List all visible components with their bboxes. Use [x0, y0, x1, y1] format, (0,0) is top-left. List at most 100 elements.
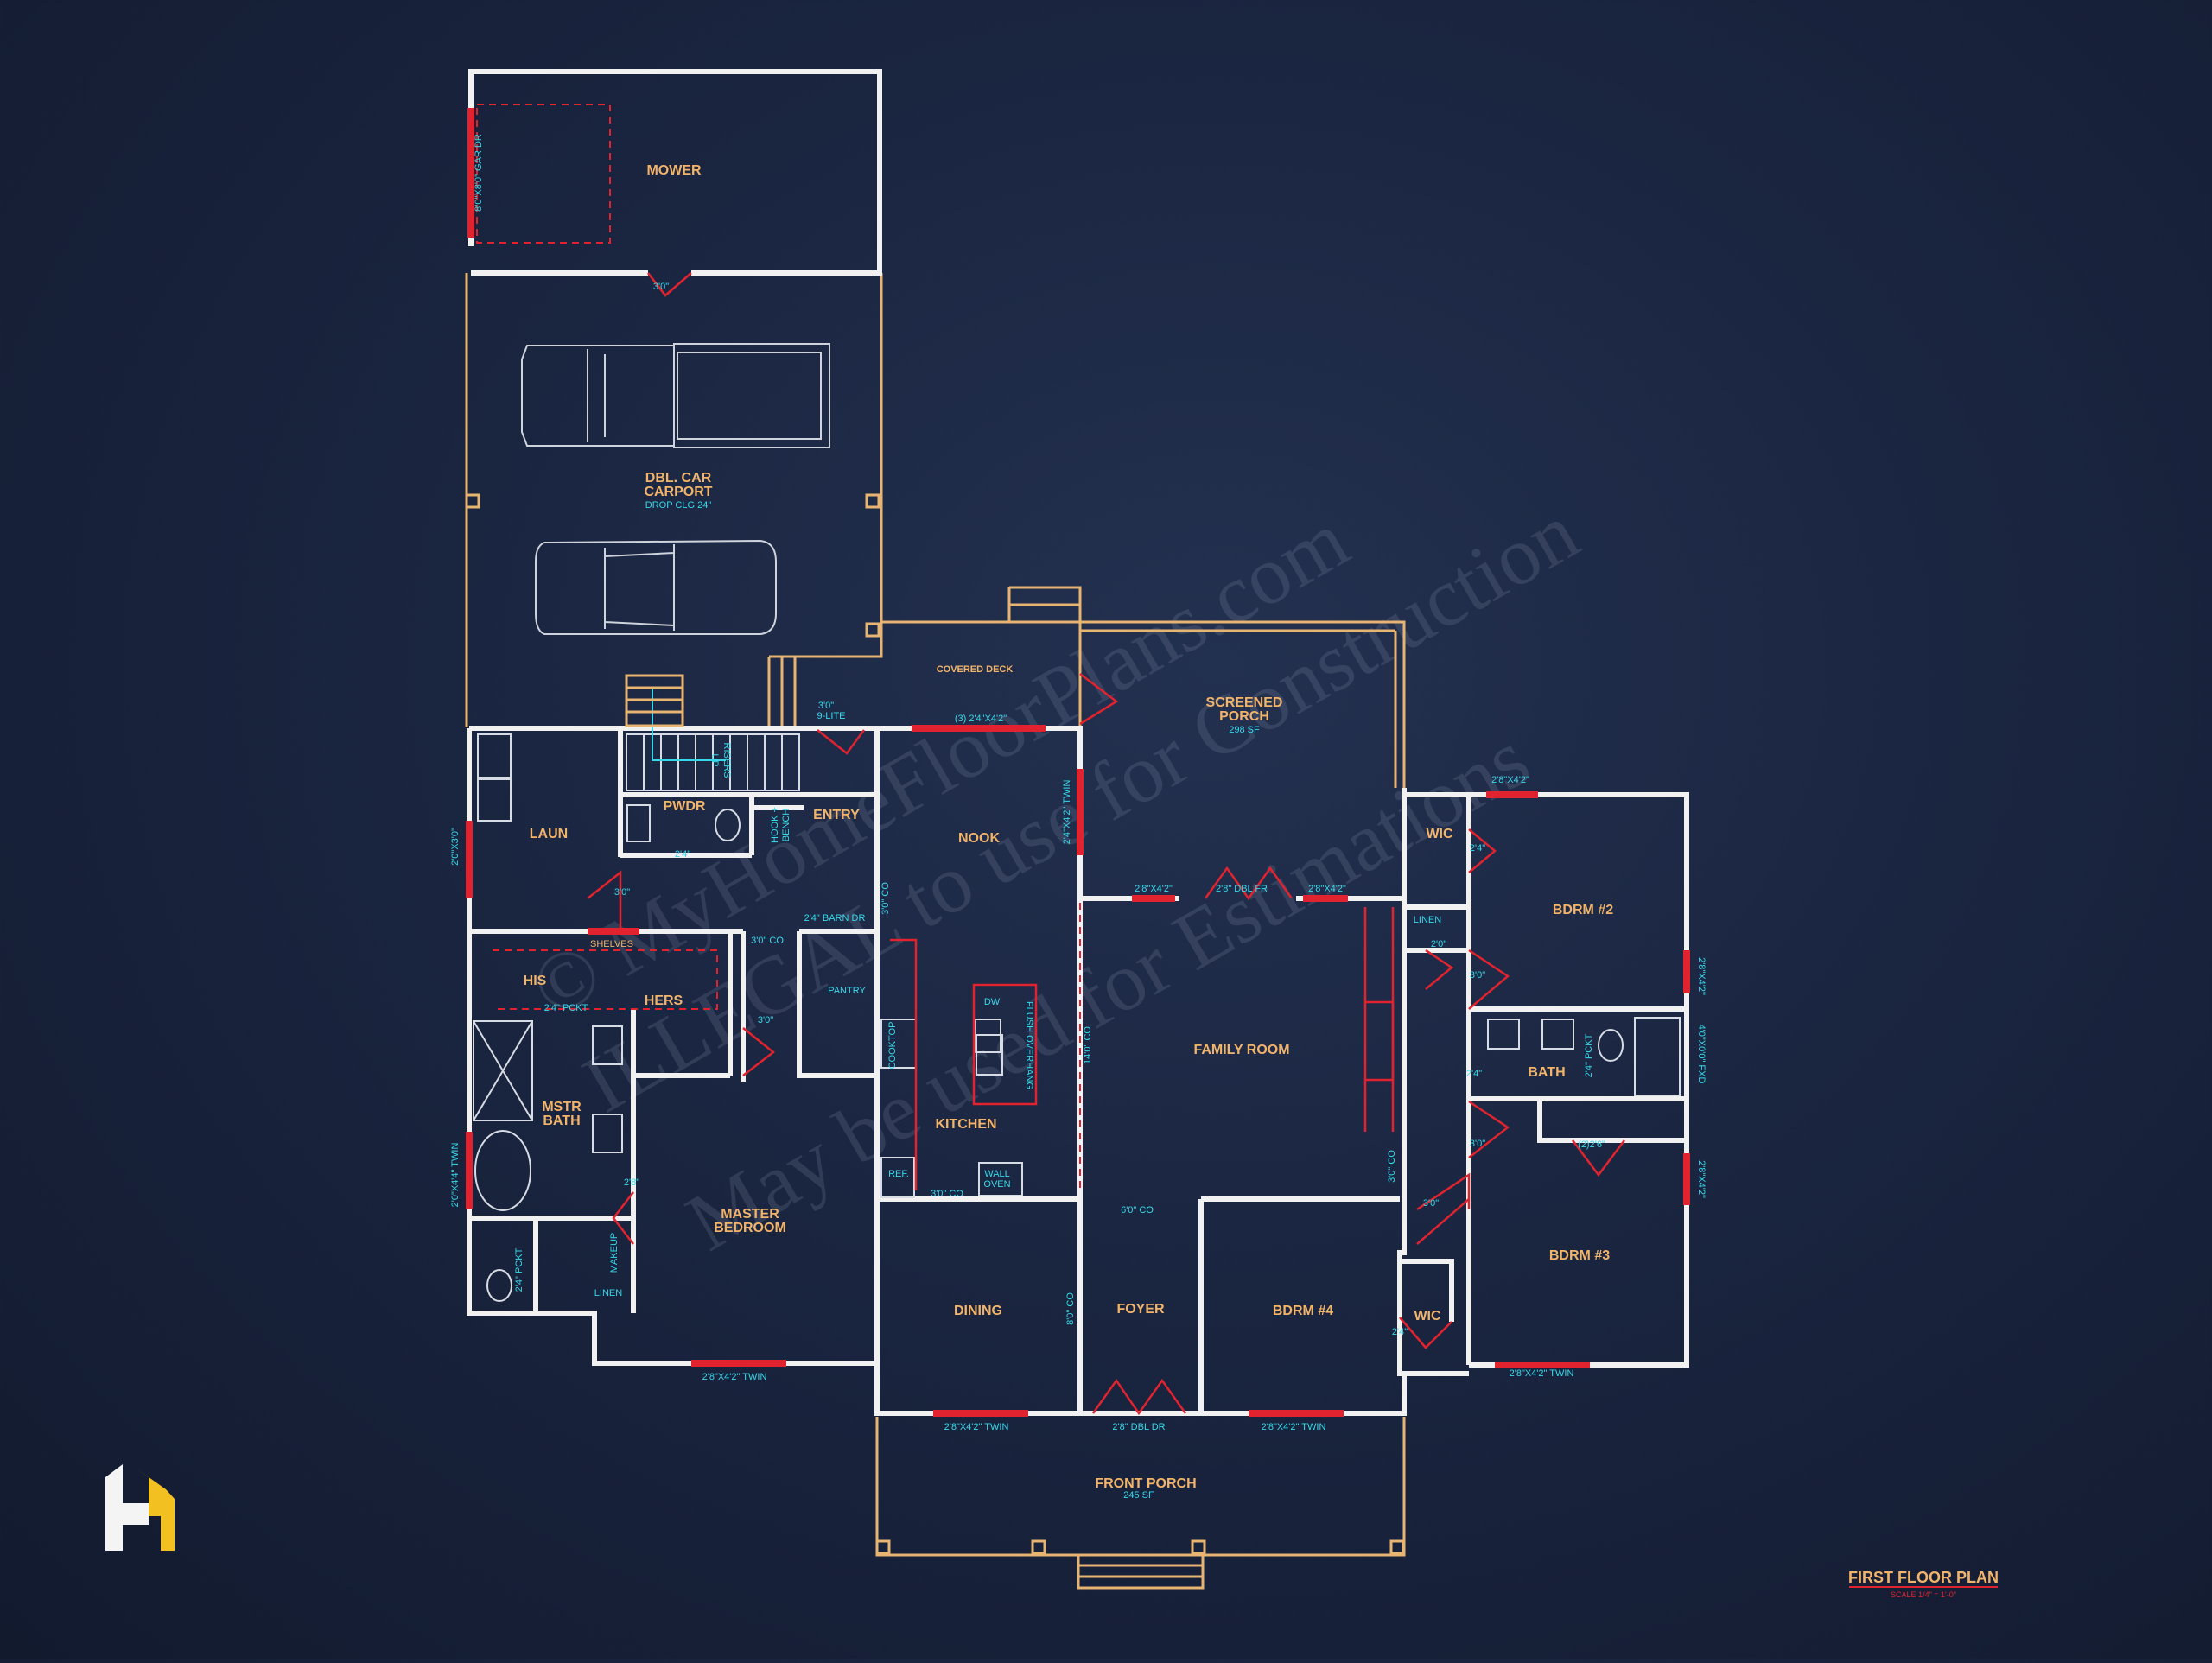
label-co-nook: 3'0" CO	[880, 882, 891, 915]
car-details	[604, 544, 675, 631]
bdrm3-door-swing	[1468, 1100, 1510, 1158]
dimension-labels: 8'0"X8'0" GAR DR 3'0" 3'0" 9-LITE (3) 2'…	[450, 134, 1707, 1432]
label-sp-window-right: 2'8"X4'2"	[1308, 884, 1346, 894]
label-mower-door: 3'0"	[653, 282, 669, 292]
pwdr-entry-walls	[618, 728, 877, 858]
room-family: FAMILY ROOM	[1193, 1043, 1289, 1057]
hall-sink-1-icon	[1487, 1019, 1520, 1050]
label-dbl-dr: 2'8" DBL DR	[1112, 1422, 1165, 1432]
kitchen-counter-line	[890, 938, 918, 1190]
label-linen-door: 2'0"	[1431, 939, 1446, 949]
room-hers: HERS	[645, 993, 683, 1008]
label-dining-window: 2'8"X4'2" TWIN	[944, 1422, 1009, 1432]
label-nook-windows: (3) 2'4"X4'2"	[955, 714, 1007, 724]
label-wic2-door: 2'4"	[1392, 1327, 1408, 1337]
label-flush-overhang: FLUSH OVERHANG	[1024, 1001, 1034, 1089]
label-closet-door: (2)2'6"	[1578, 1139, 1605, 1150]
label-bdrm4-window: 2'8"X4'2" TWIN	[1262, 1422, 1326, 1432]
carport-post-2	[865, 493, 880, 509]
master-door-swing	[612, 1191, 634, 1245]
room-pwdr: PWDR	[664, 799, 706, 814]
room-labels: MOWER DBL. CAR CARPORT DROP CLG 24" COVE…	[524, 163, 1614, 1501]
label-up: UP	[709, 753, 720, 766]
porch-post-3	[1191, 1539, 1206, 1555]
front-porch-outline	[875, 1417, 1406, 1557]
hers-door-swing	[742, 1027, 776, 1076]
door-swings	[587, 673, 1625, 1416]
label-linen-master: LINEN	[594, 1288, 622, 1298]
label-cooktop: COOKTOP	[887, 1022, 898, 1070]
room-wic-upper: WIC	[1426, 827, 1453, 841]
shower-icon	[473, 1020, 533, 1121]
label-co-dining: 8'0" CO	[1065, 1292, 1076, 1325]
fireplace-icon	[1365, 1000, 1395, 1082]
label-wic-door: 2'4"	[1470, 843, 1485, 854]
room-bath: BATH	[1528, 1065, 1565, 1080]
room-kitchen: KITCHEN	[935, 1117, 996, 1132]
label-master-door: 2'8"	[624, 1177, 639, 1188]
wc-toilet-icon	[486, 1269, 512, 1302]
label-bdrm2-window: 2'8"X4'2"	[1696, 957, 1707, 995]
label-entry-door-type: 9-LITE	[817, 711, 845, 721]
label-bath-door: 2'4"	[1466, 1069, 1482, 1079]
room-wic-lower: WIC	[1414, 1309, 1441, 1323]
wic-wall	[1404, 792, 1471, 1365]
carport-note: DROP CLG 24"	[645, 500, 712, 511]
label-bdrm2-door: 3'0"	[1470, 970, 1485, 981]
watermark: © MyHomeFloorPlans.com ILLEGAL to use fo…	[516, 485, 1592, 1268]
room-bdrm3: BDRM #3	[1549, 1248, 1610, 1263]
wall-oven-icon	[978, 1162, 1023, 1196]
wic2-walls	[1400, 1259, 1454, 1322]
room-entry: ENTRY	[813, 808, 860, 822]
kitchen-front-walls	[877, 1196, 1400, 1413]
porch-post-4	[1389, 1539, 1405, 1555]
entry-door-swing	[817, 729, 866, 755]
label-co-foyer: 6'0" CO	[1121, 1205, 1154, 1216]
front-door-swing	[1091, 1378, 1187, 1416]
label-linen-hall: LINEN	[1414, 915, 1441, 925]
label-master-window: 2'8"X4'2" TWIN	[702, 1372, 767, 1382]
car-icon	[535, 539, 777, 635]
label-hers-door: 3'0"	[758, 1015, 773, 1025]
wic-door-swing	[1468, 828, 1497, 873]
label-garage-door: 8'0"X8'0" GAR DR	[474, 134, 484, 212]
kitchen-island	[972, 983, 1038, 1106]
label-bdrm3-window-side: 2'8"X4'2"	[1696, 1160, 1707, 1198]
label-pwdr-door: 2'4"	[675, 849, 690, 860]
room-mstr-bath-line2: BATH	[543, 1114, 580, 1128]
kitchen-sink-icon	[976, 1034, 1003, 1076]
label-bench: BENCH	[781, 809, 791, 842]
hall-sink-2-icon	[1541, 1019, 1574, 1050]
label-wall-oven-1: WALL	[984, 1169, 1010, 1179]
plan-title: FIRST FLOOR PLAN	[1848, 1569, 1999, 1586]
label-wall-oven-2: OVEN	[983, 1179, 1010, 1190]
room-mower: MOWER	[646, 163, 702, 178]
label-co-hall: 3'0" CO	[1387, 1150, 1397, 1183]
room-front-porch: FRONT PORCH	[1095, 1476, 1196, 1491]
label-sp-window-left: 2'8"X4'2"	[1135, 884, 1173, 894]
room-covered-deck: COVERED DECK	[937, 664, 1014, 675]
stair-outline	[626, 733, 800, 791]
label-barn-door: 2'4" BARN DR	[804, 913, 866, 924]
refrigerator-icon	[880, 1157, 915, 1198]
label-bath-pckt: 2'4" PCKT	[1584, 1033, 1594, 1077]
hall-bath-walls	[1404, 904, 1687, 1143]
label-bdrm4-door: 3'0"	[1423, 1198, 1439, 1209]
room-bdrm2: BDRM #2	[1553, 903, 1613, 917]
screened-door-swing	[1079, 673, 1119, 726]
stairs	[625, 674, 800, 791]
label-shelves: SHELVES	[590, 939, 633, 949]
closet-shelf-line	[493, 949, 718, 1010]
laundry-machine-1	[477, 733, 512, 778]
garage-door-swing	[476, 104, 611, 244]
carport-post-1	[465, 493, 480, 509]
label-co-family: 14'0" CO	[1083, 1026, 1093, 1064]
fixtures	[473, 733, 1681, 1302]
room-screened-porch-line2: PORCH	[1219, 709, 1269, 724]
label-pckt-wc: 2'4" PCKT	[514, 1247, 524, 1292]
front-wall	[874, 728, 1407, 1416]
label-entry-door-size: 3'0"	[818, 701, 834, 711]
room-laun: LAUN	[530, 827, 568, 841]
